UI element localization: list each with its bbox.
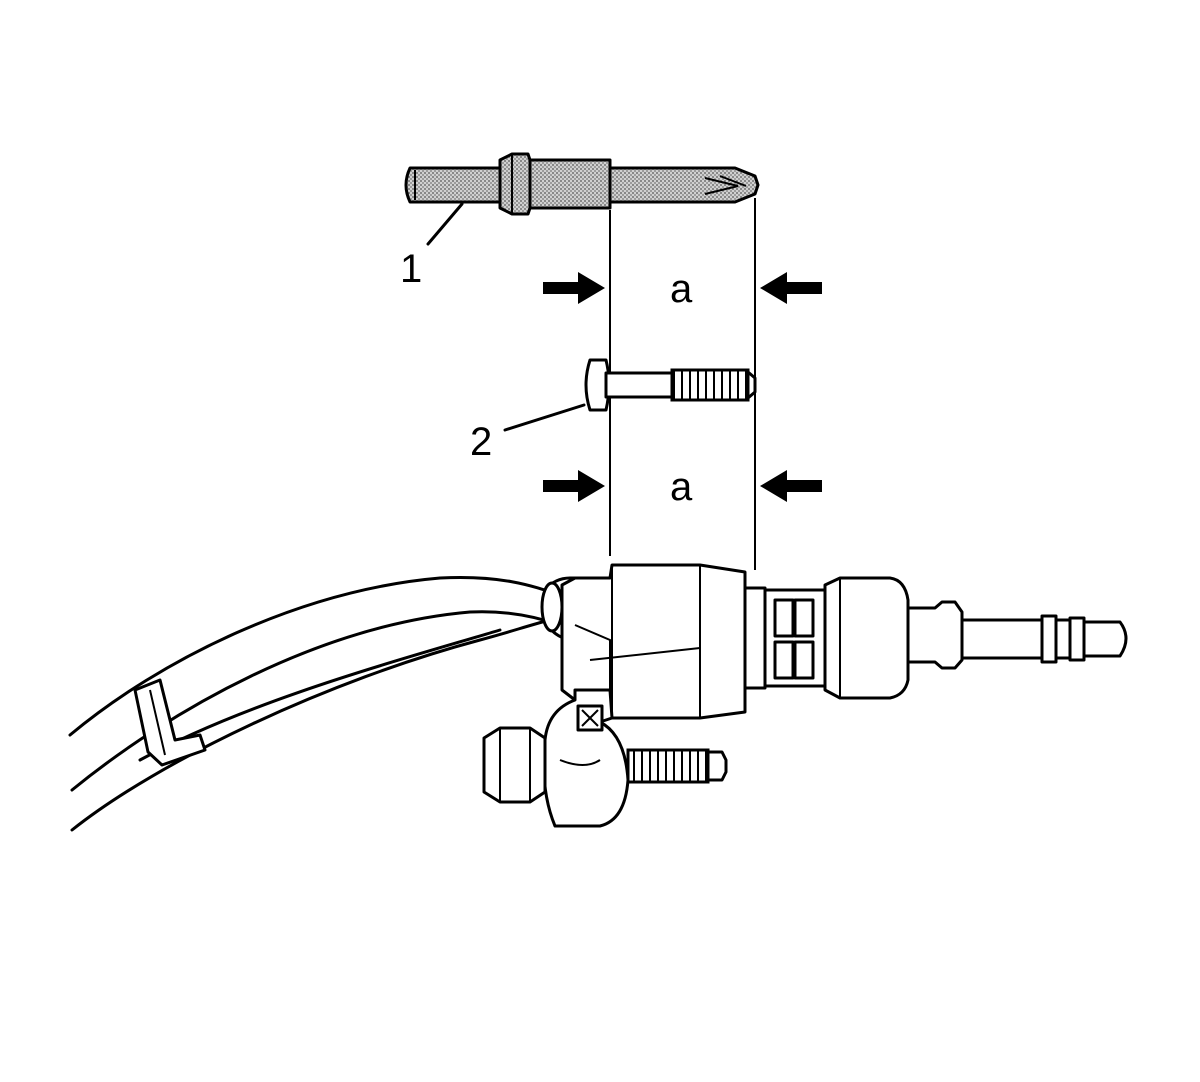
installer-tool bbox=[404, 152, 760, 216]
arrow-left-icon bbox=[760, 470, 822, 502]
fuel-injector bbox=[540, 563, 1128, 720]
dimension-top-arrows bbox=[543, 272, 822, 304]
wiring-harness bbox=[68, 576, 562, 832]
mounting-bolt bbox=[482, 726, 728, 804]
callout-2-leader bbox=[503, 403, 586, 432]
dimension-bottom-label: a bbox=[670, 465, 693, 509]
arrow-right-icon bbox=[543, 272, 605, 304]
arrow-left-icon bbox=[760, 272, 822, 304]
callout-1-label: 1 bbox=[400, 247, 422, 291]
callout-1-leader bbox=[426, 202, 464, 246]
dimension-bottom-arrows bbox=[543, 470, 822, 502]
callout-2-label: 2 bbox=[470, 420, 492, 464]
dimension-top-label: a bbox=[670, 267, 693, 311]
injector-bracket bbox=[542, 688, 630, 828]
arrow-right-icon bbox=[543, 470, 605, 502]
retaining-bolt bbox=[584, 358, 757, 412]
